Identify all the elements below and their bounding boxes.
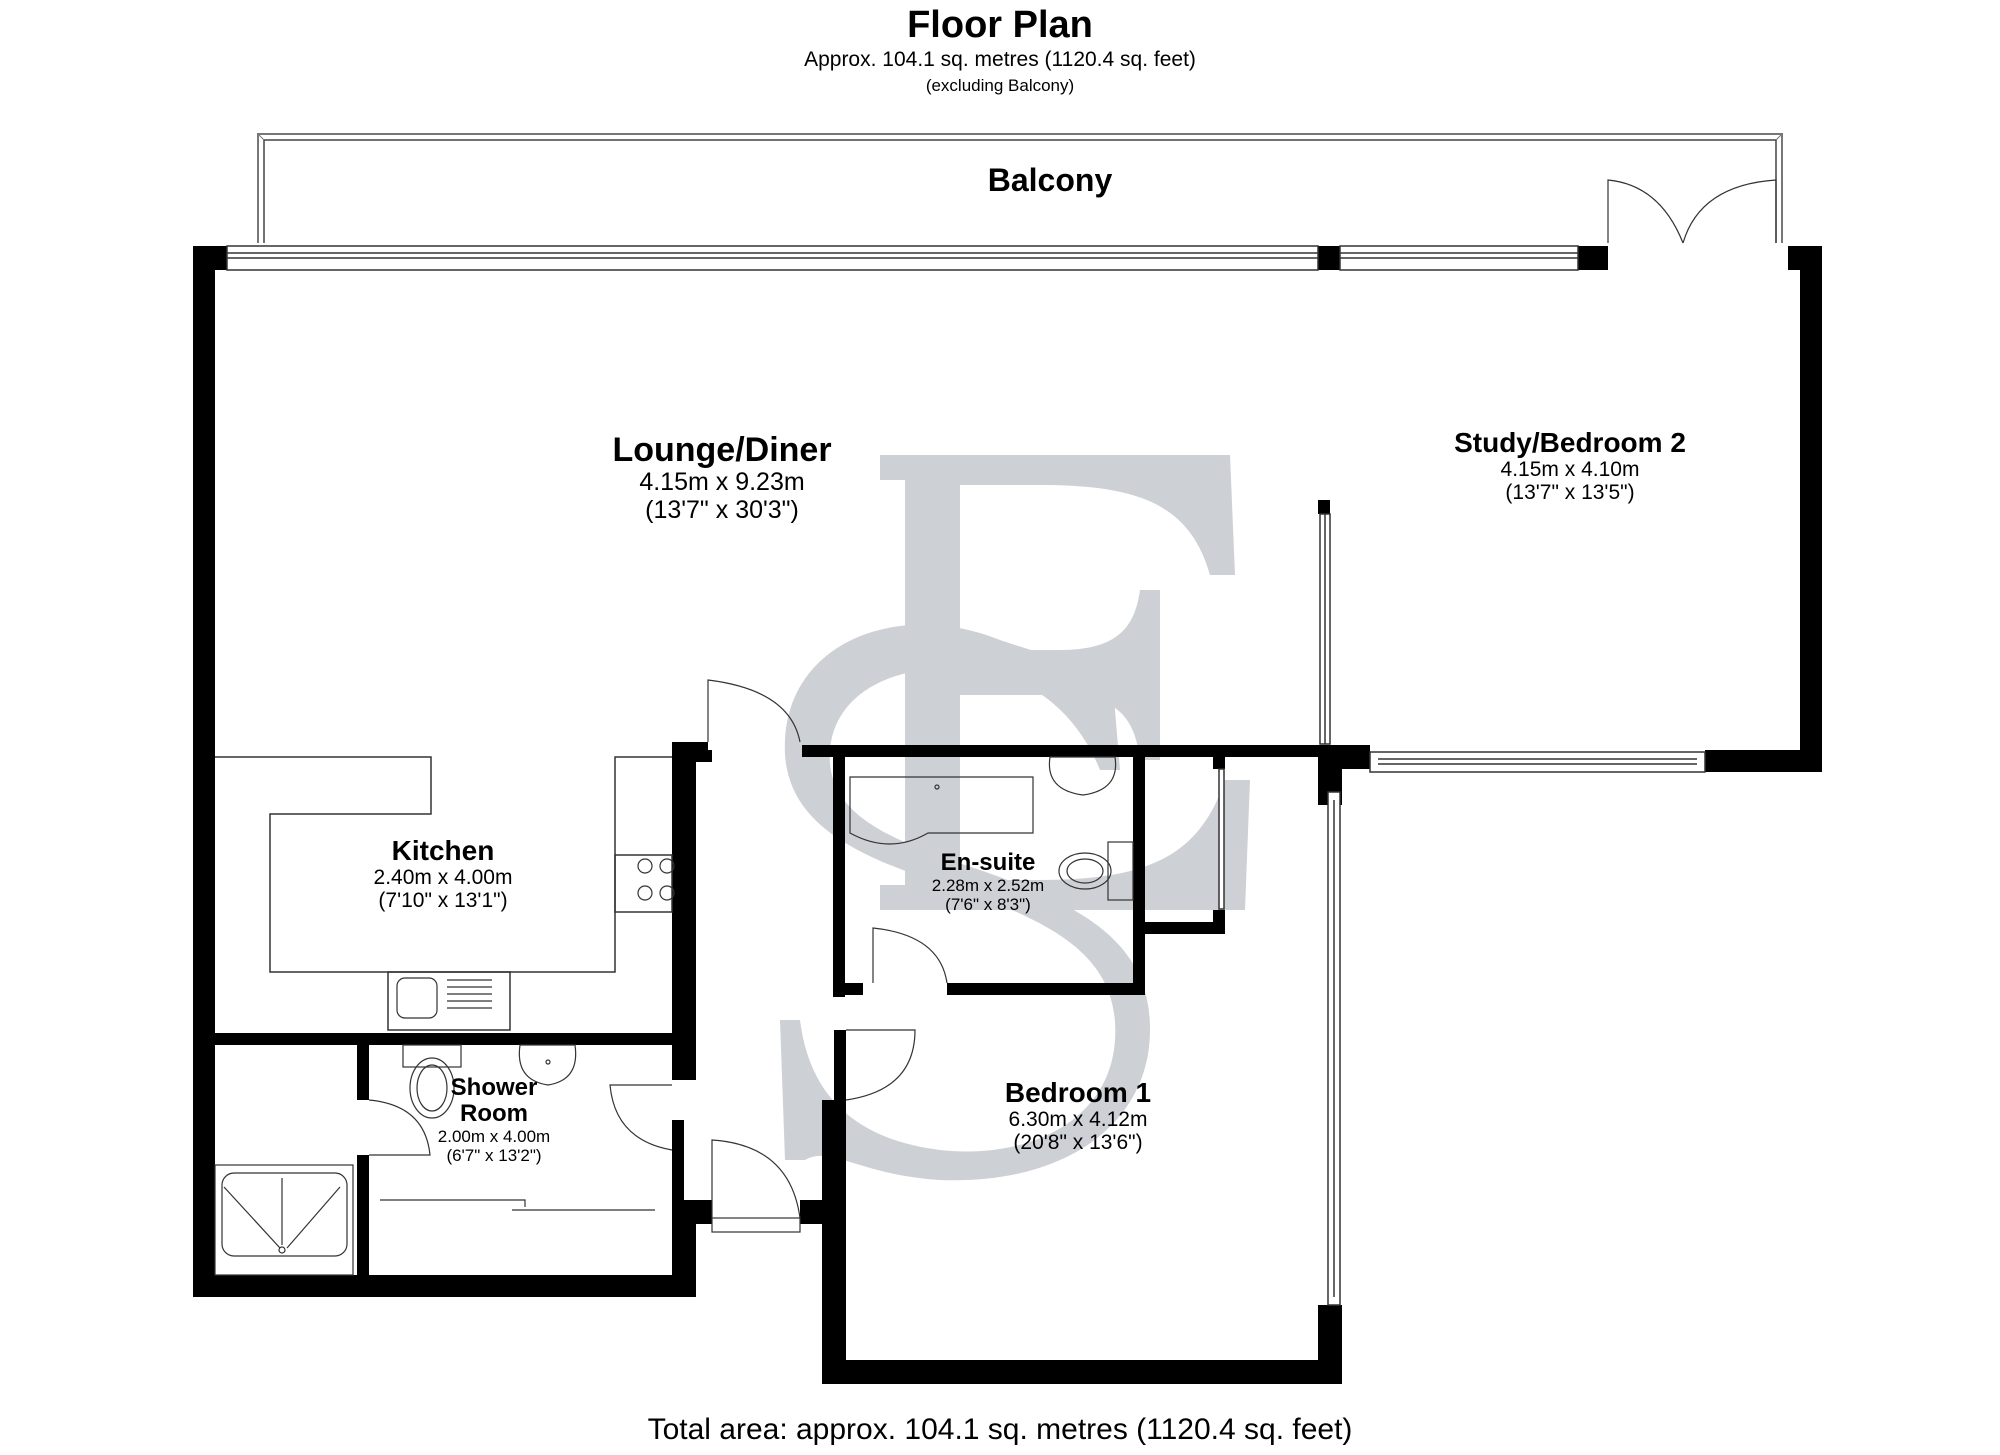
plan-area-note: (excluding Balcony) bbox=[925, 76, 1075, 95]
room-dimensions-metric: 2.28m x 2.52m bbox=[931, 876, 1045, 895]
room-dimensions-metric: 6.30m x 4.12m bbox=[1008, 1108, 1148, 1131]
walls bbox=[193, 246, 1822, 1384]
kitchen-sink-icon bbox=[396, 977, 492, 1019]
room-label-ensuite: En-suite 2.28m x 2.52m (7'6" x 8'3") bbox=[931, 849, 1045, 915]
bath-icon bbox=[849, 776, 1034, 845]
room-dimensions-imperial: (7'10" x 13'1") bbox=[378, 889, 508, 912]
plan-title: Floor Plan bbox=[907, 4, 1093, 46]
room-name-line1: Shower bbox=[450, 1074, 538, 1101]
room-dimensions-metric: 2.40m x 4.00m bbox=[373, 866, 513, 889]
room-label-balcony: Balcony bbox=[987, 162, 1113, 198]
room-dimensions-metric: 2.00m x 4.00m bbox=[437, 1127, 551, 1146]
room-name: Bedroom 1 bbox=[1004, 1077, 1152, 1108]
room-name: Lounge/Diner bbox=[612, 431, 832, 469]
ensuite-toilet-icon bbox=[1058, 841, 1134, 901]
windows bbox=[226, 245, 1706, 1306]
toilet-icon bbox=[402, 1044, 462, 1119]
total-area-footer: Total area: approx. 104.1 sq. metres (11… bbox=[647, 1413, 1353, 1446]
room-name-line2: Room bbox=[459, 1100, 528, 1127]
room-label-kitchen: Kitchen 2.40m x 4.00m (7'10" x 13'1") bbox=[373, 835, 513, 913]
room-dimensions-metric: 4.15m x 4.10m bbox=[1500, 458, 1640, 481]
room-dimensions-imperial: (7'6" x 8'3") bbox=[945, 895, 1031, 914]
watermark-logo-icon bbox=[780, 455, 1250, 1181]
sliding-door-icon bbox=[380, 1199, 655, 1211]
hob-icon bbox=[637, 858, 675, 901]
ensuite-basin-icon bbox=[1048, 756, 1117, 796]
room-label-study: Study/Bedroom 2 4.15m x 4.10m (13'7" x 1… bbox=[1454, 427, 1686, 505]
room-dimensions-imperial: (13'7" x 30'3") bbox=[645, 496, 799, 524]
room-dimensions-metric: 4.15m x 9.23m bbox=[639, 468, 805, 496]
room-name: En-suite bbox=[940, 849, 1036, 876]
room-label-lounge: Lounge/Diner 4.15m x 9.23m (13'7" x 30'3… bbox=[612, 432, 831, 524]
room-dimensions-imperial: (20'8" x 13'6") bbox=[1013, 1131, 1143, 1154]
door-swings bbox=[368, 179, 1777, 1233]
kitchen-counters bbox=[215, 756, 673, 1031]
room-dimensions-imperial: (13'7" x 13'5") bbox=[1505, 481, 1635, 504]
room-name: Kitchen bbox=[391, 835, 495, 866]
room-label-bedroom1: Bedroom 1 6.30m x 4.12m (20'8" x 13'6") bbox=[1004, 1077, 1152, 1155]
room-dimensions-imperial: (6'7" x 13'2") bbox=[446, 1146, 542, 1165]
room-label-shower: Shower Room 2.00m x 4.00m (6'7" x 13'2") bbox=[437, 1074, 551, 1166]
basin-icon bbox=[518, 1044, 577, 1086]
plan-area-subtitle: Approx. 104.1 sq. metres (1120.4 sq. fee… bbox=[804, 48, 1196, 71]
room-name: Study/Bedroom 2 bbox=[1454, 427, 1686, 458]
shower-tray-icon bbox=[214, 1164, 354, 1276]
